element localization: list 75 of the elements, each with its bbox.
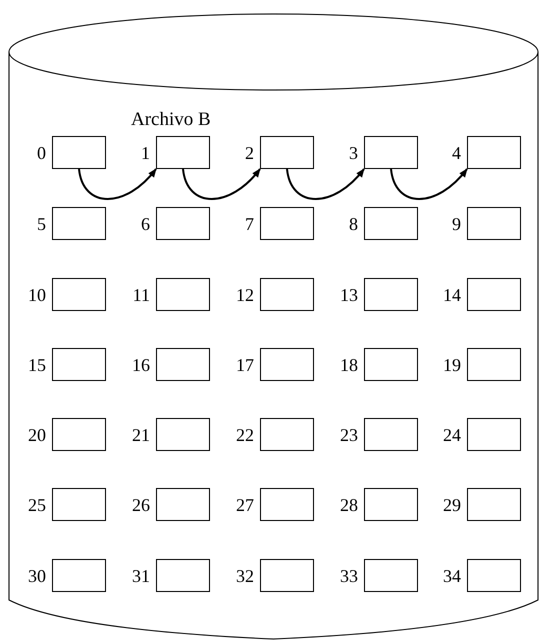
block-number: 25 — [27, 496, 46, 514]
block-box — [260, 488, 314, 521]
block-number: 31 — [131, 567, 150, 585]
block-number: 3 — [348, 144, 358, 162]
block-number: 32 — [235, 567, 254, 585]
block-box — [52, 278, 106, 311]
block-number: 1 — [140, 144, 150, 162]
block-number: 7 — [244, 215, 254, 233]
block-number: 8 — [348, 215, 358, 233]
block-number: 22 — [235, 426, 254, 444]
block-box — [467, 136, 521, 169]
block-number: 23 — [339, 426, 358, 444]
block-number: 0 — [36, 144, 46, 162]
block-number: 4 — [451, 144, 461, 162]
block-number: 14 — [442, 286, 461, 304]
block-number: 20 — [27, 426, 46, 444]
block-number: 27 — [235, 496, 254, 514]
block-box — [156, 488, 210, 521]
block-box — [260, 207, 314, 240]
block-box — [52, 488, 106, 521]
block-box — [156, 207, 210, 240]
arrow — [78, 168, 157, 200]
block-number: 28 — [339, 496, 358, 514]
block-number: 21 — [131, 426, 150, 444]
block-box — [364, 348, 418, 381]
block-box — [52, 418, 106, 451]
block-number: 10 — [27, 286, 46, 304]
block-number: 6 — [140, 215, 150, 233]
block-number: 24 — [442, 426, 461, 444]
block-number: 19 — [442, 356, 461, 374]
block-box — [467, 278, 521, 311]
block-box — [52, 207, 106, 240]
block-box — [52, 348, 106, 381]
block-box — [260, 136, 314, 169]
block-box — [156, 136, 210, 169]
block-box — [364, 559, 418, 592]
block-box — [364, 278, 418, 311]
block-box — [364, 418, 418, 451]
block-number: 34 — [442, 567, 461, 585]
block-number: 2 — [244, 144, 254, 162]
arrow — [286, 168, 365, 200]
block-box — [156, 418, 210, 451]
block-number: 5 — [36, 215, 46, 233]
file-label: Archivo B — [131, 110, 211, 129]
block-number: 29 — [442, 496, 461, 514]
block-number: 15 — [27, 356, 46, 374]
block-number: 11 — [132, 286, 150, 304]
block-box — [467, 559, 521, 592]
block-number: 30 — [27, 567, 46, 585]
block-box — [156, 348, 210, 381]
block-box — [260, 348, 314, 381]
block-number: 17 — [235, 356, 254, 374]
block-box — [467, 207, 521, 240]
arrow — [182, 168, 261, 200]
arrow — [390, 168, 468, 200]
block-box — [260, 418, 314, 451]
block-box — [364, 488, 418, 521]
block-box — [52, 559, 106, 592]
block-box — [467, 488, 521, 521]
block-box — [260, 278, 314, 311]
block-number: 13 — [339, 286, 358, 304]
block-number: 33 — [339, 567, 358, 585]
block-number: 12 — [235, 286, 254, 304]
block-number: 16 — [131, 356, 150, 374]
block-box — [260, 559, 314, 592]
block-number: 9 — [451, 215, 461, 233]
block-number: 26 — [131, 496, 150, 514]
block-box — [156, 278, 210, 311]
block-box — [156, 559, 210, 592]
block-box — [364, 207, 418, 240]
block-box — [467, 348, 521, 381]
block-box — [467, 418, 521, 451]
block-number: 18 — [339, 356, 358, 374]
block-box — [364, 136, 418, 169]
block-box — [52, 136, 106, 169]
